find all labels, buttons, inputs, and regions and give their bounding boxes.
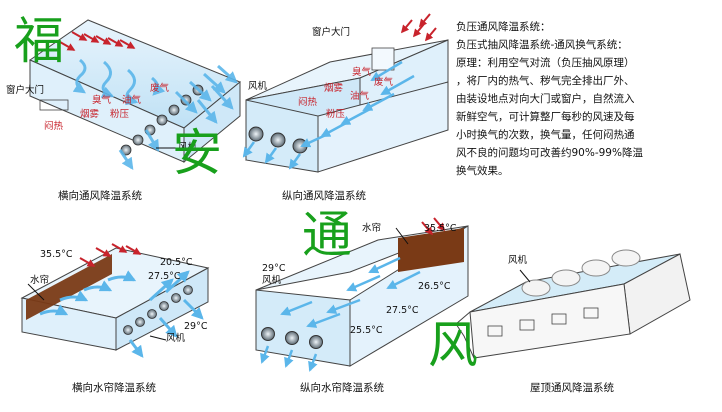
- p2-waste-label: 废气: [374, 77, 394, 88]
- building-longitudinal-ventilation: [245, 39, 449, 173]
- description-line: 换气效果。: [456, 165, 509, 177]
- p2-door-label: 窗户大门: [312, 27, 351, 38]
- watermark-char: 福: [14, 12, 64, 70]
- p5-temp-2-label: 27.5°C: [386, 305, 419, 316]
- red-inflow-arrows-1: [59, 31, 136, 51]
- blue-airflow-2: [242, 60, 415, 170]
- watermark-char: 风: [428, 316, 478, 374]
- p5-curtain-label: 水帘: [362, 223, 382, 234]
- red-inflow-arrows-4: [79, 243, 142, 267]
- p5-caption: 纵向水帘降温系统: [300, 382, 384, 394]
- p2-oil-label: 油气: [350, 91, 370, 102]
- p1-waste-label: 废气: [150, 83, 170, 94]
- curtain-leader-4: [27, 283, 45, 301]
- p2-mist-label: 烟雾: [324, 83, 344, 94]
- p1-stuffy-label: 闷热: [44, 121, 64, 132]
- p5-temp-in-label: 35.5°C: [424, 223, 457, 234]
- p1-door-label: 窗户大门: [6, 85, 45, 96]
- blue-airflow-1: [72, 58, 238, 170]
- description-line: 由装设地点对向大门或窗户，自然流入: [456, 93, 635, 105]
- p4-temp-2-label: 27.5°C: [148, 271, 181, 282]
- description-line: 新鲜空气，可计算整厂每秒的风速及每: [456, 111, 635, 123]
- description-line: 负压通风降温系统：: [456, 21, 551, 33]
- p4-caption: 横向水帘降温系统: [72, 382, 156, 394]
- building-roof-ventilation: [455, 253, 691, 359]
- fan-leader-4: [149, 335, 167, 341]
- fan-leader-6: [519, 269, 531, 283]
- p4-temp-3-label: 29°C: [184, 321, 208, 332]
- p5-temp-3-label: 25.5°C: [350, 325, 383, 336]
- description-line: ，将厂内的热气、秽气完全排出厂外、: [456, 75, 635, 87]
- p6-fan-label: 风机: [508, 255, 528, 266]
- p1-dust-label: 粉压: [110, 109, 130, 120]
- watermark-char: 通: [302, 206, 352, 264]
- p5-fan-label: 风机: [262, 275, 282, 286]
- p6-caption: 屋顶通风降温系统: [530, 382, 614, 394]
- p2-dust-label: 粉压: [326, 109, 346, 120]
- curtain-leader-5: [395, 227, 409, 245]
- description-line: 负压式抽风降温系统-通风换气系统：: [456, 39, 628, 51]
- p4-temp-1-label: 20.5°C: [160, 257, 193, 268]
- red-inflow-arrows-5: [421, 217, 446, 236]
- p1-fan-label: 风机: [178, 142, 198, 153]
- description-line: 风不良的问题均可改善约90%-99%降温: [456, 147, 643, 159]
- roof-fans: [521, 249, 641, 297]
- p2-stuffy-label: 闷热: [298, 97, 318, 108]
- p4-temp-in-label: 35.5°C: [40, 249, 73, 260]
- red-inflow-arrows-2: [400, 13, 437, 42]
- p4-curtain-label: 水帘: [30, 275, 50, 286]
- fan-row-longitudinal-curtain: [261, 327, 323, 349]
- blue-airflow-4: [39, 270, 204, 358]
- p2-odor-label: 臭气: [352, 67, 372, 78]
- system-description: 负压通风降温系统： 负压式抽风降温系统-通风换气系统： 原理：利用空气对流（负压…: [456, 18, 692, 180]
- building-longitudinal-water-curtain: [255, 225, 469, 367]
- p5-temp-fan-label: 29°C: [262, 263, 286, 274]
- p1-odor-label: 臭气: [92, 95, 112, 106]
- p2-caption: 纵向通风降温系统: [282, 190, 366, 202]
- blue-airflow-5: [260, 256, 421, 372]
- p4-fan-label: 风机: [166, 333, 186, 344]
- p1-caption: 横向通风降温系统: [58, 190, 142, 202]
- p1-mist-label: 烟雾: [80, 109, 100, 120]
- p2-fan-label: 风机: [248, 81, 268, 92]
- fan-row-curtain: [123, 285, 193, 335]
- description-line: 原理：利用空气对流（负压抽风原理）: [456, 57, 635, 69]
- watermark-char: 安: [172, 124, 222, 182]
- description-line: 小时换气的次数，换气量，任何闷热通: [456, 129, 635, 141]
- p1-oil-label: 油气: [122, 95, 142, 106]
- p5-temp-1-label: 26.5°C: [418, 281, 451, 292]
